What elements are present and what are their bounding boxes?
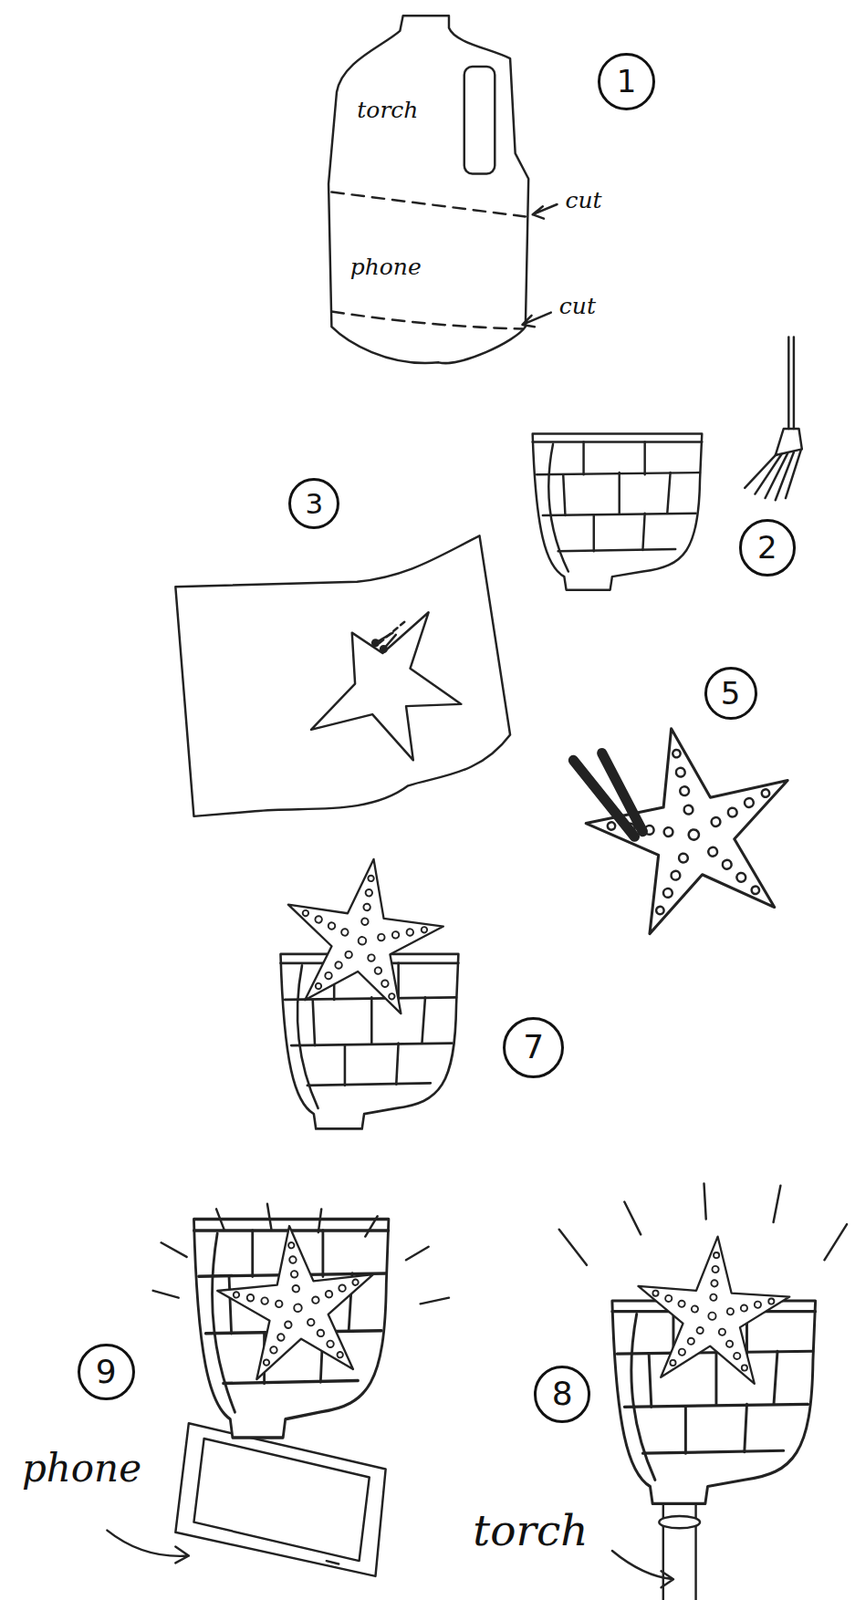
part-label: torch xyxy=(472,1509,588,1553)
pot-with-starfish xyxy=(275,848,459,1129)
callout-text: 8 xyxy=(552,1377,574,1411)
callout-number: 9 xyxy=(77,1344,136,1402)
callout-text: 7 xyxy=(522,1031,544,1064)
cut-label: cut xyxy=(559,294,596,318)
callout-number: 7 xyxy=(502,1017,564,1079)
callout-text: 1 xyxy=(616,65,637,97)
cut-label: cut xyxy=(564,188,602,212)
callout-number: 2 xyxy=(739,519,797,577)
part-label: torch xyxy=(356,98,418,122)
callout-number: 3 xyxy=(288,478,340,530)
callout-number: 5 xyxy=(704,667,758,720)
callout-text: 5 xyxy=(720,677,741,710)
part-label: phone xyxy=(350,255,422,279)
jug xyxy=(328,15,557,364)
torch xyxy=(559,1183,847,1600)
callout-text: 2 xyxy=(757,531,778,564)
painted-pot xyxy=(532,336,803,590)
callout-number: 8 xyxy=(533,1365,592,1424)
callout-number: 1 xyxy=(597,52,656,111)
callout-text: 3 xyxy=(305,490,324,519)
callout-text: 9 xyxy=(95,1355,117,1389)
phone-holder xyxy=(106,1204,449,1577)
part-label: phone xyxy=(21,1449,142,1489)
sheet-with-star xyxy=(175,535,511,816)
starfish-painted xyxy=(570,707,814,942)
